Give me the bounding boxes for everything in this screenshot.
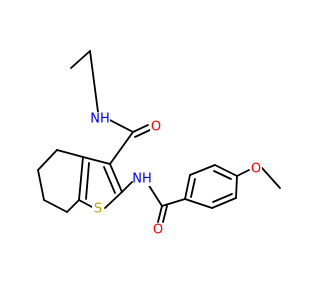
bond-ethyl-ch2-n — [89, 50, 99, 113]
bond-nh-carbonyl-bottom — [147, 183, 163, 207]
atom-nh-right: NH — [132, 172, 152, 187]
bond-c3a-c3 — [82, 156, 111, 165]
bond-ethyl-ch3 — [70, 50, 91, 69]
bond-c3-c2-1 — [109, 163, 123, 193]
bond-ph-c2-c3-2 — [212, 193, 233, 203]
bond-carbonyl-o-bottom-2 — [162, 205, 168, 223]
bond-carbonyl-c3 — [109, 131, 134, 165]
bond-ph-c6-c1-1 — [184, 174, 191, 200]
bond-c7-c7a — [66, 199, 80, 213]
bond-ph-c2-c3-1 — [211, 197, 237, 209]
molecule-structure: NH O NH S O O — [37, 50, 281, 238]
atom-o-bottom: O — [152, 223, 164, 238]
bond-c7a-c3a-2 — [85, 162, 90, 200]
bond-carbonyl-o-top-1 — [132, 124, 149, 133]
atom-s: S — [92, 202, 104, 217]
bond-o-ch3-methoxy — [261, 167, 281, 189]
atom-o-methoxy-label: O — [251, 162, 261, 177]
bond-ph-c6-c1-2 — [190, 178, 196, 198]
atom-nh-top-label: NH — [90, 112, 110, 127]
bond-c2-s — [104, 191, 123, 209]
bond-s-c7a — [78, 199, 93, 208]
atom-nh-right-label: NH — [132, 172, 152, 187]
bond-c7a-c3a-1 — [78, 156, 84, 201]
bond-ph-c3-c4 — [235, 175, 238, 199]
bond-ph-c4-c5-1 — [214, 164, 238, 177]
bond-carbonyl-o-top-2 — [134, 129, 151, 138]
atom-nh-top: NH — [90, 112, 110, 127]
bond-ph-c5-c6 — [189, 164, 216, 176]
bond-c6-c7 — [43, 199, 68, 213]
bond-c3a-c4 — [56, 149, 84, 158]
atom-s-label: S — [94, 202, 102, 217]
bond-carbonyl-phenyl — [161, 198, 186, 207]
molecule-canvas: NH O NH S O O — [37, 50, 281, 238]
bond-c2-nh-right — [121, 181, 133, 193]
atom-o-methoxy: O — [250, 162, 262, 177]
bond-carbonyl-o-bottom-1 — [157, 205, 163, 223]
bond-ph-c1-c2 — [184, 198, 213, 209]
bond-c3-c2-2 — [103, 166, 116, 194]
atom-o-top: O — [150, 120, 162, 135]
atom-o-bottom-label: O — [153, 223, 163, 238]
bond-c4-c5 — [37, 149, 58, 171]
bond-n-carbonyl-top — [105, 117, 134, 133]
bond-ph-o-methoxy — [236, 169, 250, 177]
bond-ph-c4-c5-2 — [213, 170, 232, 180]
atom-o-top-label: O — [151, 120, 161, 135]
bond-c5-c6 — [37, 169, 45, 201]
